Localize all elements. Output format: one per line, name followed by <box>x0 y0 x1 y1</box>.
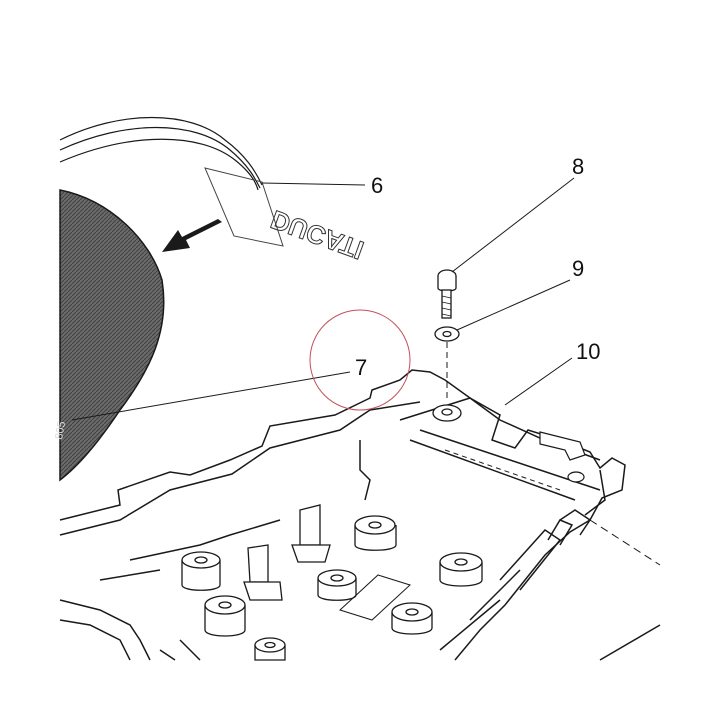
bolt-part <box>437 269 457 319</box>
callout-6: 6 <box>371 173 383 198</box>
clip-2 <box>243 544 283 601</box>
tray-clips <box>243 504 331 601</box>
decal-text: DUCATI <box>267 204 368 265</box>
seat-support-tray <box>59 369 661 661</box>
tray-rear-slot <box>539 431 586 483</box>
hidden-edge-line-2 <box>444 449 561 491</box>
boss-1 <box>181 551 221 591</box>
tray-bosses <box>181 515 483 661</box>
washer-part <box>434 326 460 342</box>
leader-8 <box>451 177 575 273</box>
boss-4 <box>317 569 357 601</box>
seat-cushion: 805 <box>53 189 165 482</box>
boss-5 <box>354 515 397 551</box>
tray-mounting-hole <box>432 404 462 422</box>
ducati-decal: DUCATI <box>204 167 368 266</box>
clip-1 <box>291 504 331 563</box>
callout-8: 8 <box>572 154 584 179</box>
tray-recess <box>339 574 411 621</box>
boss-7 <box>391 602 433 635</box>
leader-lines <box>71 177 575 421</box>
boss-3 <box>254 637 286 661</box>
leader-10 <box>504 357 573 406</box>
callout-9: 9 <box>572 256 584 281</box>
seat-edge-text: 805 <box>53 420 68 440</box>
callout-10: 10 <box>576 339 600 364</box>
leader-9 <box>456 279 571 331</box>
hidden-edge-line <box>589 519 661 566</box>
boss-2 <box>204 595 246 637</box>
boss-6 <box>439 552 483 587</box>
direction-arrow <box>162 219 222 252</box>
seat-outline <box>59 116 263 191</box>
leader-6 <box>261 182 366 186</box>
leader-7 <box>71 371 351 421</box>
highlight-circle <box>309 309 411 411</box>
callout-7: 7 <box>355 355 367 380</box>
